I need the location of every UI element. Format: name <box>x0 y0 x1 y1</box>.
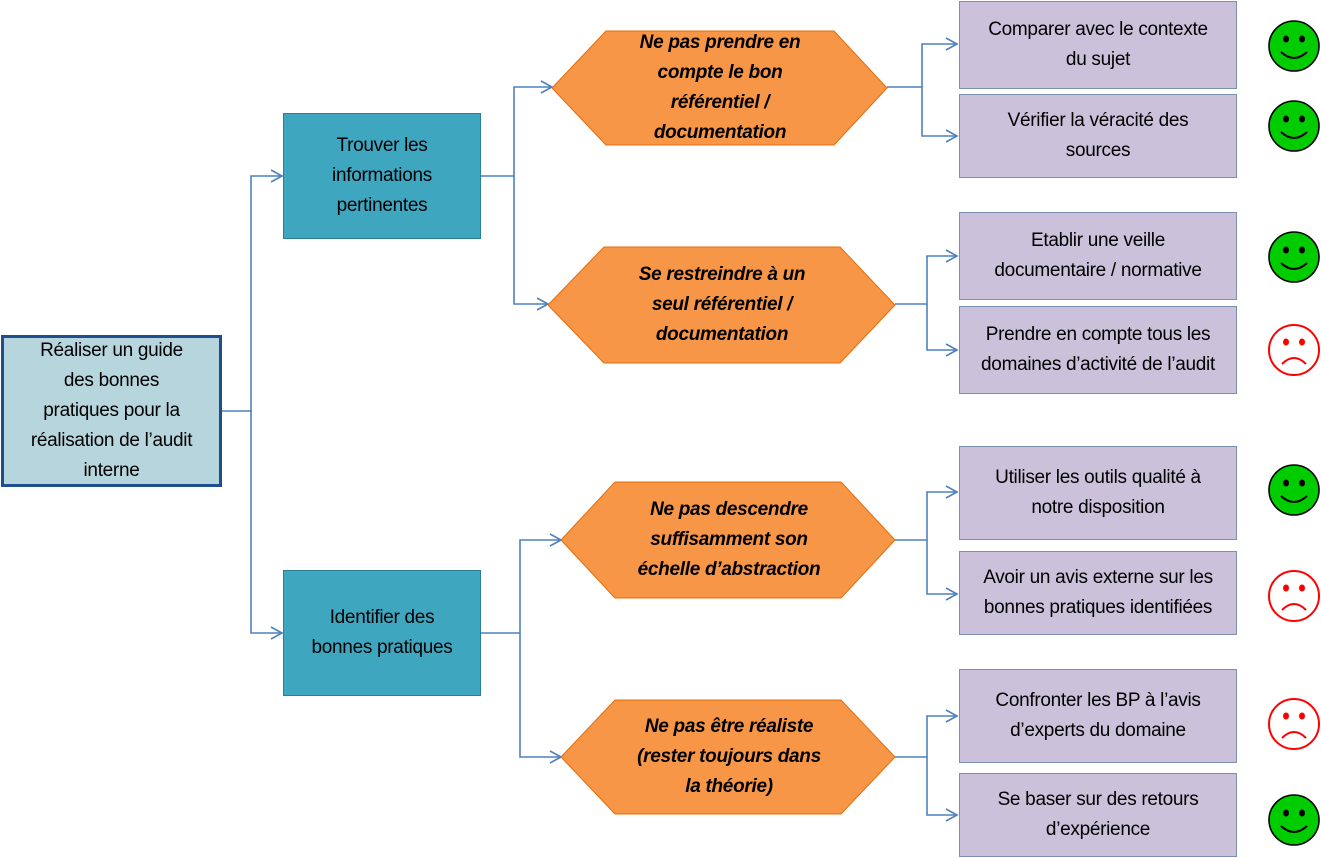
risk-hexagon-2 <box>548 246 896 364</box>
risk-3-text-area: Ne pas descendre suffisamment son échell… <box>605 481 853 599</box>
happy-face-icon <box>1268 464 1320 516</box>
root-goal-box: Réaliser un guide des bonnes pratiques p… <box>1 335 222 487</box>
connector-risk-4-to-action-7 <box>895 709 959 758</box>
connector-find-to-risk-2 <box>513 176 550 311</box>
action-box-6: Avoir un avis externe sur les bonnes pra… <box>959 551 1237 635</box>
action-6-text: Avoir un avis externe sur les bonnes pra… <box>983 567 1213 618</box>
connector-risk-3-to-action-6 <box>926 540 959 601</box>
action-5-text: Utiliser les outils qualité à notre disp… <box>995 467 1201 518</box>
connector-find-to-risk-1 <box>480 80 554 177</box>
happy-face-icon <box>1268 794 1320 846</box>
connector-risk-1-to-action-1 <box>887 37 959 88</box>
root-goal-text: Réaliser un guide des bonnes pratiques p… <box>30 340 193 481</box>
action-box-2: Vérifier la véracité des sources <box>959 94 1237 178</box>
action-box-5: Utiliser les outils qualité à notre disp… <box>959 446 1237 540</box>
risk-4-text: Ne pas être réaliste (rester toujours da… <box>637 716 821 797</box>
happy-face-icon <box>1268 100 1320 152</box>
risk-2-text: Se restreindre à un seul référentiel / d… <box>638 264 806 345</box>
connector-risk-2-to-action-3 <box>895 249 959 305</box>
objective-find-information-text: Trouver les informations pertinentes <box>332 135 432 216</box>
risk-1-text: Ne pas prendre en compte le bon référent… <box>639 32 801 143</box>
action-1-text: Comparer avec le contexte du sujet <box>988 19 1208 70</box>
risk-4-text-area: Ne pas être réaliste (rester toujours da… <box>605 699 853 815</box>
risk-hexagon-1 <box>552 30 888 146</box>
action-box-8: Se baser sur des retours d’expérience <box>959 773 1237 857</box>
connector-risk-1-to-action-2 <box>921 87 959 143</box>
sad-face-icon <box>1268 570 1320 622</box>
action-box-7: Confronter les BP à l’avis d’experts du … <box>959 669 1237 763</box>
risk-2-text-area: Se restreindre à un seul référentiel / d… <box>600 246 844 364</box>
happy-face-icon <box>1268 231 1320 283</box>
action-2-text: Vérifier la véracité des sources <box>1007 110 1189 161</box>
connector-root-to-identify <box>250 411 284 640</box>
action-8-text: Se baser sur des retours d’expérience <box>997 789 1199 840</box>
connector-risk-3-to-action-5 <box>895 485 959 541</box>
action-box-1: Comparer avec le contexte du sujet <box>959 1 1237 89</box>
action-7-text: Confronter les BP à l’avis d’experts du … <box>995 690 1201 741</box>
action-box-3: Etablir une veille documentaire / normat… <box>959 212 1237 300</box>
objective-identify-practices-box: Identifier des bonnes pratiques <box>283 570 481 696</box>
action-box-4: Prendre en compte tous les domaines d’ac… <box>959 306 1237 394</box>
connector-identify-to-risk-3 <box>480 533 563 634</box>
risk-1-text-area: Ne pas prendre en compte le bon référent… <box>600 30 840 146</box>
objective-identify-practices-text: Identifier des bonnes pratiques <box>311 607 453 658</box>
connector-risk-4-to-action-8 <box>926 757 959 822</box>
action-4-text: Prendre en compte tous les domaines d’ac… <box>981 324 1215 375</box>
sad-face-icon <box>1268 324 1320 376</box>
action-3-text: Etablir une veille documentaire / normat… <box>994 230 1202 281</box>
objective-find-information-box: Trouver les informations pertinentes <box>283 113 481 239</box>
happy-face-icon <box>1268 20 1320 72</box>
connector-risk-2-to-action-4 <box>926 304 959 357</box>
connector-root-to-find <box>221 169 284 412</box>
risk-hexagon-3 <box>561 481 896 599</box>
sad-face-icon <box>1268 698 1320 750</box>
risk-hexagon-4 <box>561 699 896 815</box>
connector-identify-to-risk-4 <box>519 633 563 764</box>
risk-3-text: Ne pas descendre suffisamment son échell… <box>637 499 821 580</box>
